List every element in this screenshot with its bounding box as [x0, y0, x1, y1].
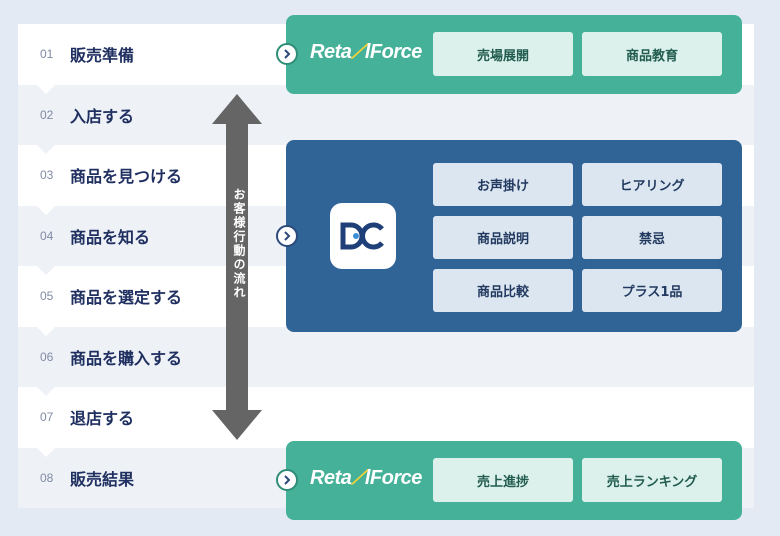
step-label: 入店する	[70, 106, 135, 126]
step-row: 02 入店する	[18, 83, 754, 145]
retailforce-logo: Reta⟋lForce	[310, 41, 422, 63]
step-number: 01	[40, 47, 54, 62]
step-number: 02	[40, 107, 54, 122]
step-label: 商品を購入する	[70, 348, 183, 368]
step-number: 04	[40, 228, 54, 243]
retailforce-logo: Reta⟋lForce	[310, 467, 422, 489]
step-label: 商品を知る	[70, 227, 151, 247]
step-label: 商品を見つける	[70, 167, 183, 187]
step-notch	[36, 446, 56, 457]
step-number: 03	[40, 168, 54, 183]
retailforce-results-panel: Reta⟋lForce 売上進捗 売上ランキング	[276, 441, 742, 520]
step-row: 07 退店する	[18, 386, 754, 448]
retailforce-prep-panel: Reta⟋lForce 売場展開 商品教育	[276, 15, 742, 94]
step-notch	[36, 386, 56, 396]
tag-product-explanation: 商品説明	[433, 216, 573, 259]
tag-product-comparison: 商品比較	[433, 269, 573, 312]
step-notch	[36, 204, 56, 215]
tag-contraindication: 禁忌	[582, 216, 722, 259]
tag-sales-floor: 売場展開	[433, 32, 573, 76]
double-arrow-icon	[212, 94, 262, 440]
step-notch	[36, 144, 56, 154]
step-notch	[36, 83, 56, 94]
dc-customer-panel: お声掛け ヒアリング 商品説明 禁忌 商品比較 プラス1品	[276, 140, 742, 332]
step-number: 05	[40, 289, 54, 304]
step-label: 退店する	[70, 409, 135, 429]
tag-greeting: お声掛け	[433, 163, 573, 206]
tag-sales-progress: 売上進捗	[433, 458, 573, 502]
step-number: 07	[40, 410, 54, 425]
step-label: 商品を選定する	[70, 288, 183, 308]
tag-product-training: 商品教育	[582, 32, 722, 76]
flow-label: お客様行動の流れ	[232, 188, 246, 300]
step-notch	[36, 325, 56, 336]
tag-hearing: ヒアリング	[582, 163, 722, 206]
step-label: 販売結果	[70, 469, 135, 489]
chevron-right-icon	[276, 469, 298, 491]
step-number: 06	[40, 349, 54, 364]
tag-plus-one-item: プラス1品	[582, 269, 722, 312]
chevron-right-icon	[276, 225, 298, 247]
chevron-right-icon	[276, 43, 298, 65]
step-label: 販売準備	[70, 46, 135, 66]
step-row: 06 商品を購入する	[18, 325, 754, 387]
step-notch	[36, 265, 56, 275]
step-number: 08	[40, 470, 54, 485]
tag-sales-ranking: 売上ランキング	[582, 458, 722, 502]
dc-logo-icon	[330, 203, 396, 269]
